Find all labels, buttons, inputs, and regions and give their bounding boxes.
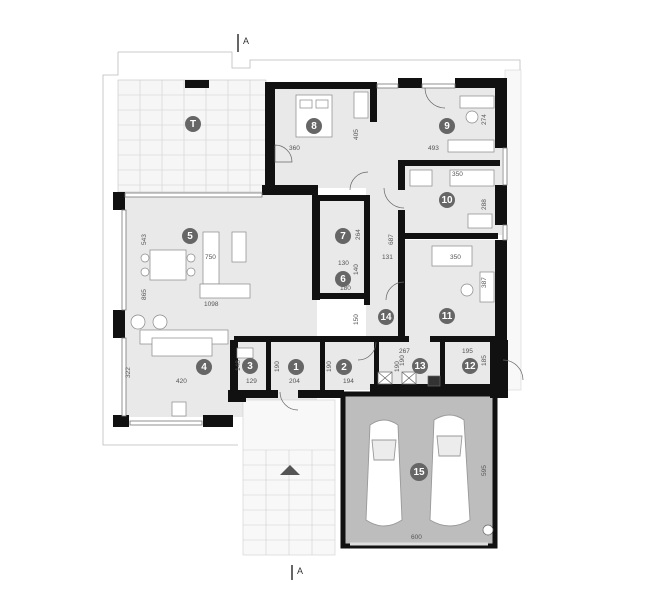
dimension-label: 148 (235, 360, 242, 371)
room-marker-11: 11 (439, 308, 455, 324)
room-number: 9 (444, 121, 450, 132)
dimension-label: 274 (481, 114, 488, 125)
dimension-label: 130 (338, 260, 349, 267)
dimension-label: 493 (428, 145, 439, 152)
room-marker-1: 1 (288, 359, 304, 375)
dimension-label: 264 (355, 229, 362, 240)
utility-symbols (377, 371, 494, 536)
dimension-label: 190 (274, 361, 281, 372)
dimension-label: 387 (481, 277, 488, 288)
dimension-label: 195 (462, 348, 473, 355)
car-icon (365, 414, 471, 527)
dimension-label: 204 (289, 378, 300, 385)
room-number: 4 (201, 362, 207, 373)
dimension-label: 194 (343, 378, 354, 385)
dimension-label: 267 (399, 348, 410, 355)
dimension-label: 600 (411, 534, 422, 541)
section-marker-bottom: A (291, 565, 303, 580)
room-number: 7 (340, 231, 346, 242)
entrance-arrow-icon (280, 465, 300, 475)
svg-text:A: A (243, 36, 249, 46)
room-number: 2 (341, 362, 347, 373)
room-number: 13 (414, 361, 426, 372)
room-marker-3: 3 (242, 358, 258, 374)
room-marker-4: 4 (196, 359, 212, 375)
dimension-label: 288 (481, 199, 488, 210)
room11-furniture (431, 245, 495, 303)
dimension-label: 190 (326, 361, 333, 372)
dimension-label: 190 (394, 361, 401, 372)
bedroom8-furniture (295, 91, 369, 138)
dimension-label: 595 (481, 465, 488, 476)
dimension-label: 687 (388, 234, 395, 245)
dimension-label: 185 (481, 355, 488, 366)
dimension-label: 131 (382, 254, 393, 261)
room-marker-6: 6 (335, 271, 351, 287)
room-marker-13: 13 (412, 358, 428, 374)
room-number: 12 (464, 361, 476, 372)
room-number: 11 (442, 311, 453, 322)
bathroom-furniture (409, 169, 495, 229)
door-swings (274, 87, 524, 411)
dimension-label: 360 (289, 145, 300, 152)
dimension-label: 180 (340, 285, 351, 292)
room-marker-12: 12 (462, 358, 478, 374)
room-number: T (190, 119, 196, 130)
room-marker-2: 2 (336, 359, 352, 375)
room-marker-7: 7 (335, 228, 351, 244)
dimension-label: 129 (246, 378, 257, 385)
dimension-label: 405 (353, 129, 360, 140)
room-marker-15: 15 (410, 463, 428, 481)
room-number: 3 (247, 361, 253, 372)
dimension-label: 140 (353, 264, 360, 275)
room-marker-10: 10 (439, 192, 455, 208)
dimension-label: 350 (450, 254, 461, 261)
room-number: 6 (340, 274, 346, 285)
bedroom9-furniture (447, 95, 495, 153)
dimension-label: 1098 (204, 301, 219, 308)
room-number: 8 (311, 121, 317, 132)
room-number: 10 (441, 195, 453, 206)
dimension-label: 150 (353, 314, 360, 325)
room-marker-9: 9 (439, 118, 455, 134)
dimension-label: 350 (452, 171, 463, 178)
room-number: 5 (187, 231, 193, 242)
dimension-label: 322 (125, 367, 132, 378)
terrace (117, 79, 267, 193)
dimension-label: 865 (141, 289, 148, 300)
room-number: 15 (413, 467, 425, 478)
entrance-path (242, 399, 336, 556)
section-marker-top: A (237, 34, 249, 52)
room-marker-14: 14 (378, 309, 394, 325)
windows (121, 83, 508, 426)
dimension-label: 543 (141, 234, 148, 245)
dimension-label: 420 (176, 378, 187, 385)
dimension-label: 190 (399, 355, 406, 366)
room-marker-T: T (185, 116, 201, 132)
dimension-label: 750 (205, 254, 216, 261)
room-number: 14 (380, 312, 392, 323)
room-marker-5: 5 (182, 228, 198, 244)
svg-text:A: A (297, 566, 303, 576)
room-number: 1 (293, 362, 299, 373)
room-marker-8: 8 (306, 118, 322, 134)
walls (113, 78, 508, 427)
roof-outline (102, 51, 521, 446)
living-furniture (130, 231, 254, 417)
